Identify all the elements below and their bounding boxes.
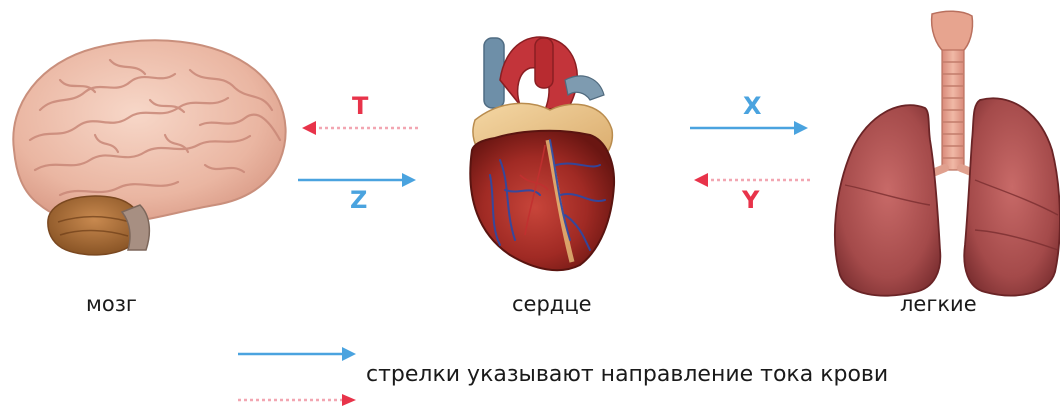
arrow-z — [298, 173, 416, 187]
brain-illustration — [13, 40, 285, 255]
lungs-illustration — [835, 11, 1060, 295]
legend-red-dotted-arrow — [238, 394, 356, 406]
arrow-y — [694, 173, 810, 187]
brain-cerebrum — [13, 40, 285, 223]
arrow-x — [690, 121, 808, 135]
right-lung — [964, 98, 1060, 295]
brain-label: мозг — [86, 292, 137, 316]
left-lung — [835, 105, 940, 295]
legend-blue-arrow — [238, 347, 356, 361]
arrow-t — [302, 121, 418, 135]
arrow-y-label: Y — [742, 186, 759, 214]
brain-cerebellum — [48, 196, 141, 255]
heart-illustration — [470, 37, 614, 270]
arrow-t-label: T — [352, 92, 368, 120]
arrow-z-label: Z — [350, 186, 367, 214]
legend-caption: стрелки указывают направление тока крови — [366, 362, 888, 387]
arrow-x-label: X — [743, 92, 762, 120]
larynx — [932, 11, 973, 52]
heart-label: сердце — [512, 292, 592, 316]
lungs-label: легкие — [900, 292, 977, 316]
